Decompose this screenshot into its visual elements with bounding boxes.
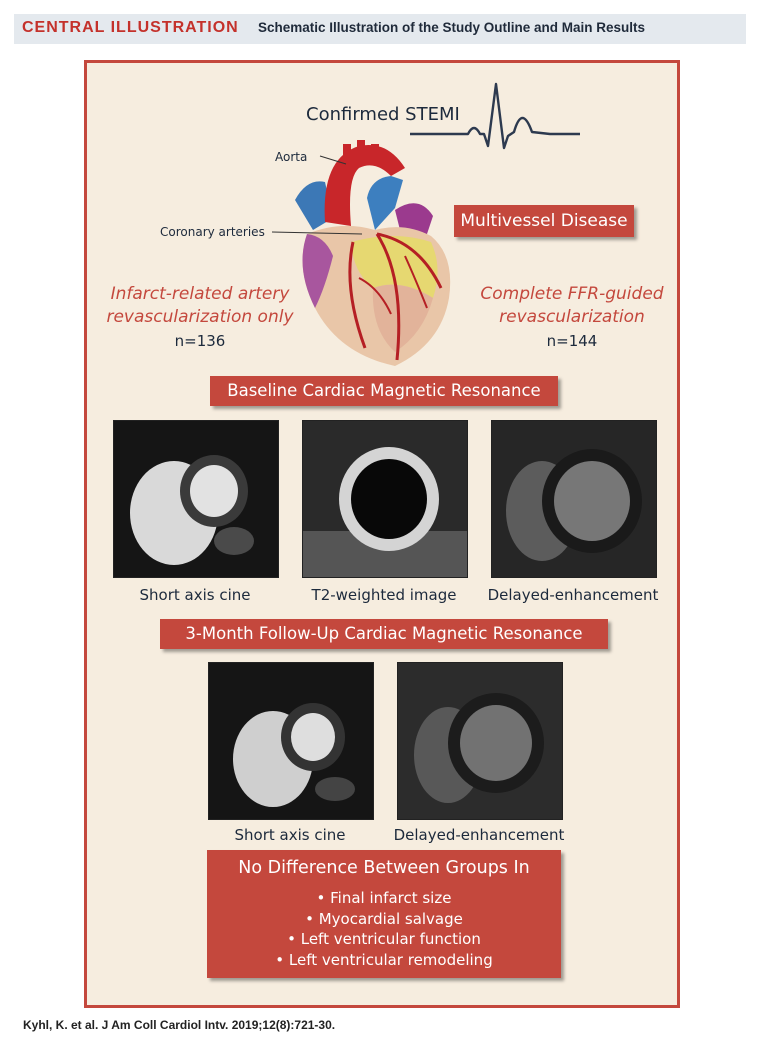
results-title: No Difference Between Groups In	[238, 858, 530, 878]
header-bar	[14, 14, 746, 44]
baseline-cmr-box: Baseline Cardiac Magnetic Resonance	[210, 376, 558, 406]
results-box	[207, 850, 561, 978]
central-illustration-label: CENTRAL ILLUSTRATION	[22, 19, 239, 36]
heart-illustration	[295, 140, 451, 366]
right-group-line1: Complete FFR-guided	[480, 284, 664, 304]
caption-baseline-cine: Short axis cine	[139, 586, 251, 604]
result-item-infarct-size: • Final infarct size	[316, 889, 452, 907]
baseline-t2-weighted-image	[302, 420, 468, 578]
left-group-n: n=136	[174, 332, 226, 350]
caption-followup-cine: Short axis cine	[234, 826, 346, 844]
right-group-n: n=144	[546, 332, 598, 350]
ecg-trace-icon	[410, 82, 580, 150]
followup-delayed-enhancement-image	[397, 662, 563, 820]
label-leader-lines	[271, 155, 363, 235]
left-group-line2: revascularization only	[106, 307, 294, 327]
right-group-line2: revascularization	[499, 307, 645, 327]
caption-baseline-de: Delayed-enhancement	[487, 586, 659, 604]
illustration-subtitle: Schematic Illustration of the Study Outl…	[258, 20, 646, 35]
caption-baseline-t2: T2-weighted image	[311, 586, 457, 604]
followup-cmr-box: 3-Month Follow-Up Cardiac Magnetic Reson…	[160, 619, 608, 649]
ecg-title: Confirmed STEMI	[306, 104, 460, 125]
followup-short-axis-cine-image	[208, 662, 374, 820]
coronary-arteries-label: Coronary arteries	[160, 225, 265, 239]
result-item-lv-function: • Left ventricular function	[287, 930, 481, 948]
pulmonary-artery-shape	[367, 176, 403, 230]
caption-followup-de: Delayed-enhancement	[393, 826, 565, 844]
baseline-short-axis-cine-image	[113, 420, 279, 578]
aorta-label: Aorta	[275, 150, 308, 164]
left-group-line1: Infarct-related artery	[110, 284, 290, 304]
multivessel-disease-box: Multivessel Disease	[454, 205, 634, 237]
aorta-shape	[324, 144, 405, 226]
baseline-delayed-enhancement-image	[491, 420, 657, 578]
result-item-myocardial-salvage: • Myocardial salvage	[305, 909, 463, 928]
results-list: • Final infarct size • Myocardial salvag…	[207, 888, 561, 970]
vena-cava-shape	[295, 181, 333, 230]
result-item-lv-remodeling: • Left ventricular remodeling	[275, 950, 493, 969]
citation: Kyhl, K. et al. J Am Coll Cardiol Intv. …	[23, 1018, 336, 1032]
